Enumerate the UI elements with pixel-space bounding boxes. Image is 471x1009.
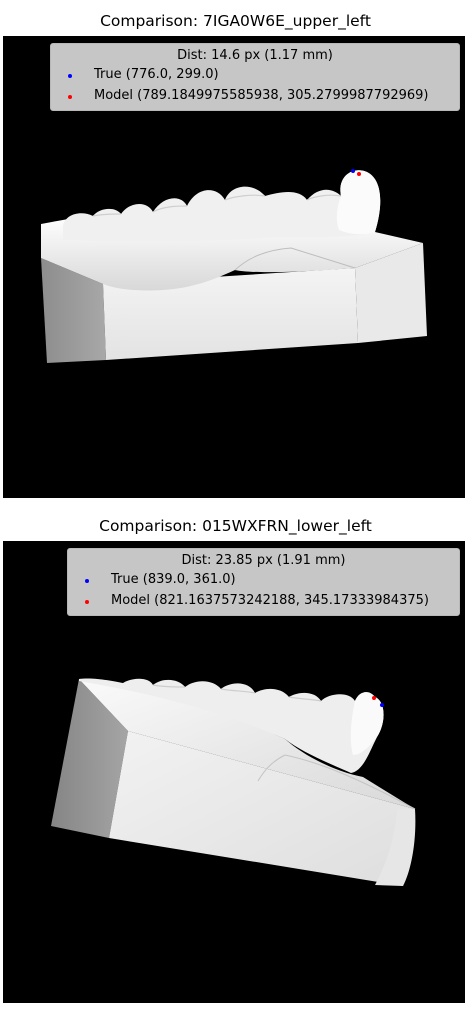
legend: Dist: 14.6 px (1.17 mm) True (776.0, 299… xyxy=(50,43,460,111)
panel-title: Comparison: 7IGA0W6E_upper_left xyxy=(100,12,371,30)
true-point-marker xyxy=(351,169,355,173)
legend-title: Dist: 14.6 px (1.17 mm) xyxy=(177,48,333,63)
dental-model-image: Dist: 23.85 px (1.91 mm) True (839.0, 36… xyxy=(3,541,465,1003)
legend-entry-true: True (839.0, 361.0) xyxy=(68,571,459,592)
legend-label-true: True (776.0, 299.0) xyxy=(94,67,219,82)
legend-entry-true: True (776.0, 299.0) xyxy=(51,66,459,87)
legend: Dist: 23.85 px (1.91 mm) True (839.0, 36… xyxy=(67,548,460,616)
legend-label-true: True (839.0, 361.0) xyxy=(111,572,236,587)
legend-label-model: Model (821.1637573242188, 345.1733398437… xyxy=(111,593,429,608)
model-point-marker xyxy=(372,696,376,700)
dental-cast-render xyxy=(51,678,416,886)
true-marker-icon xyxy=(68,74,72,78)
true-marker-icon xyxy=(85,579,89,583)
legend-entry-model: Model (789.1849975585938, 305.2799987792… xyxy=(51,87,459,108)
dental-model-image: Dist: 14.6 px (1.17 mm) True (776.0, 299… xyxy=(3,36,465,498)
legend-title: Dist: 23.85 px (1.91 mm) xyxy=(181,553,346,568)
true-point-marker xyxy=(380,703,384,707)
model-marker-icon xyxy=(68,95,72,99)
panel-title: Comparison: 015WXFRN_lower_left xyxy=(99,517,372,535)
legend-label-model: Model (789.1849975585938, 305.2799987792… xyxy=(94,88,429,103)
model-marker-icon xyxy=(85,600,89,604)
legend-entry-model: Model (821.1637573242188, 345.1733398437… xyxy=(68,592,459,613)
model-point-marker xyxy=(357,172,361,176)
dental-cast-render xyxy=(41,169,427,363)
